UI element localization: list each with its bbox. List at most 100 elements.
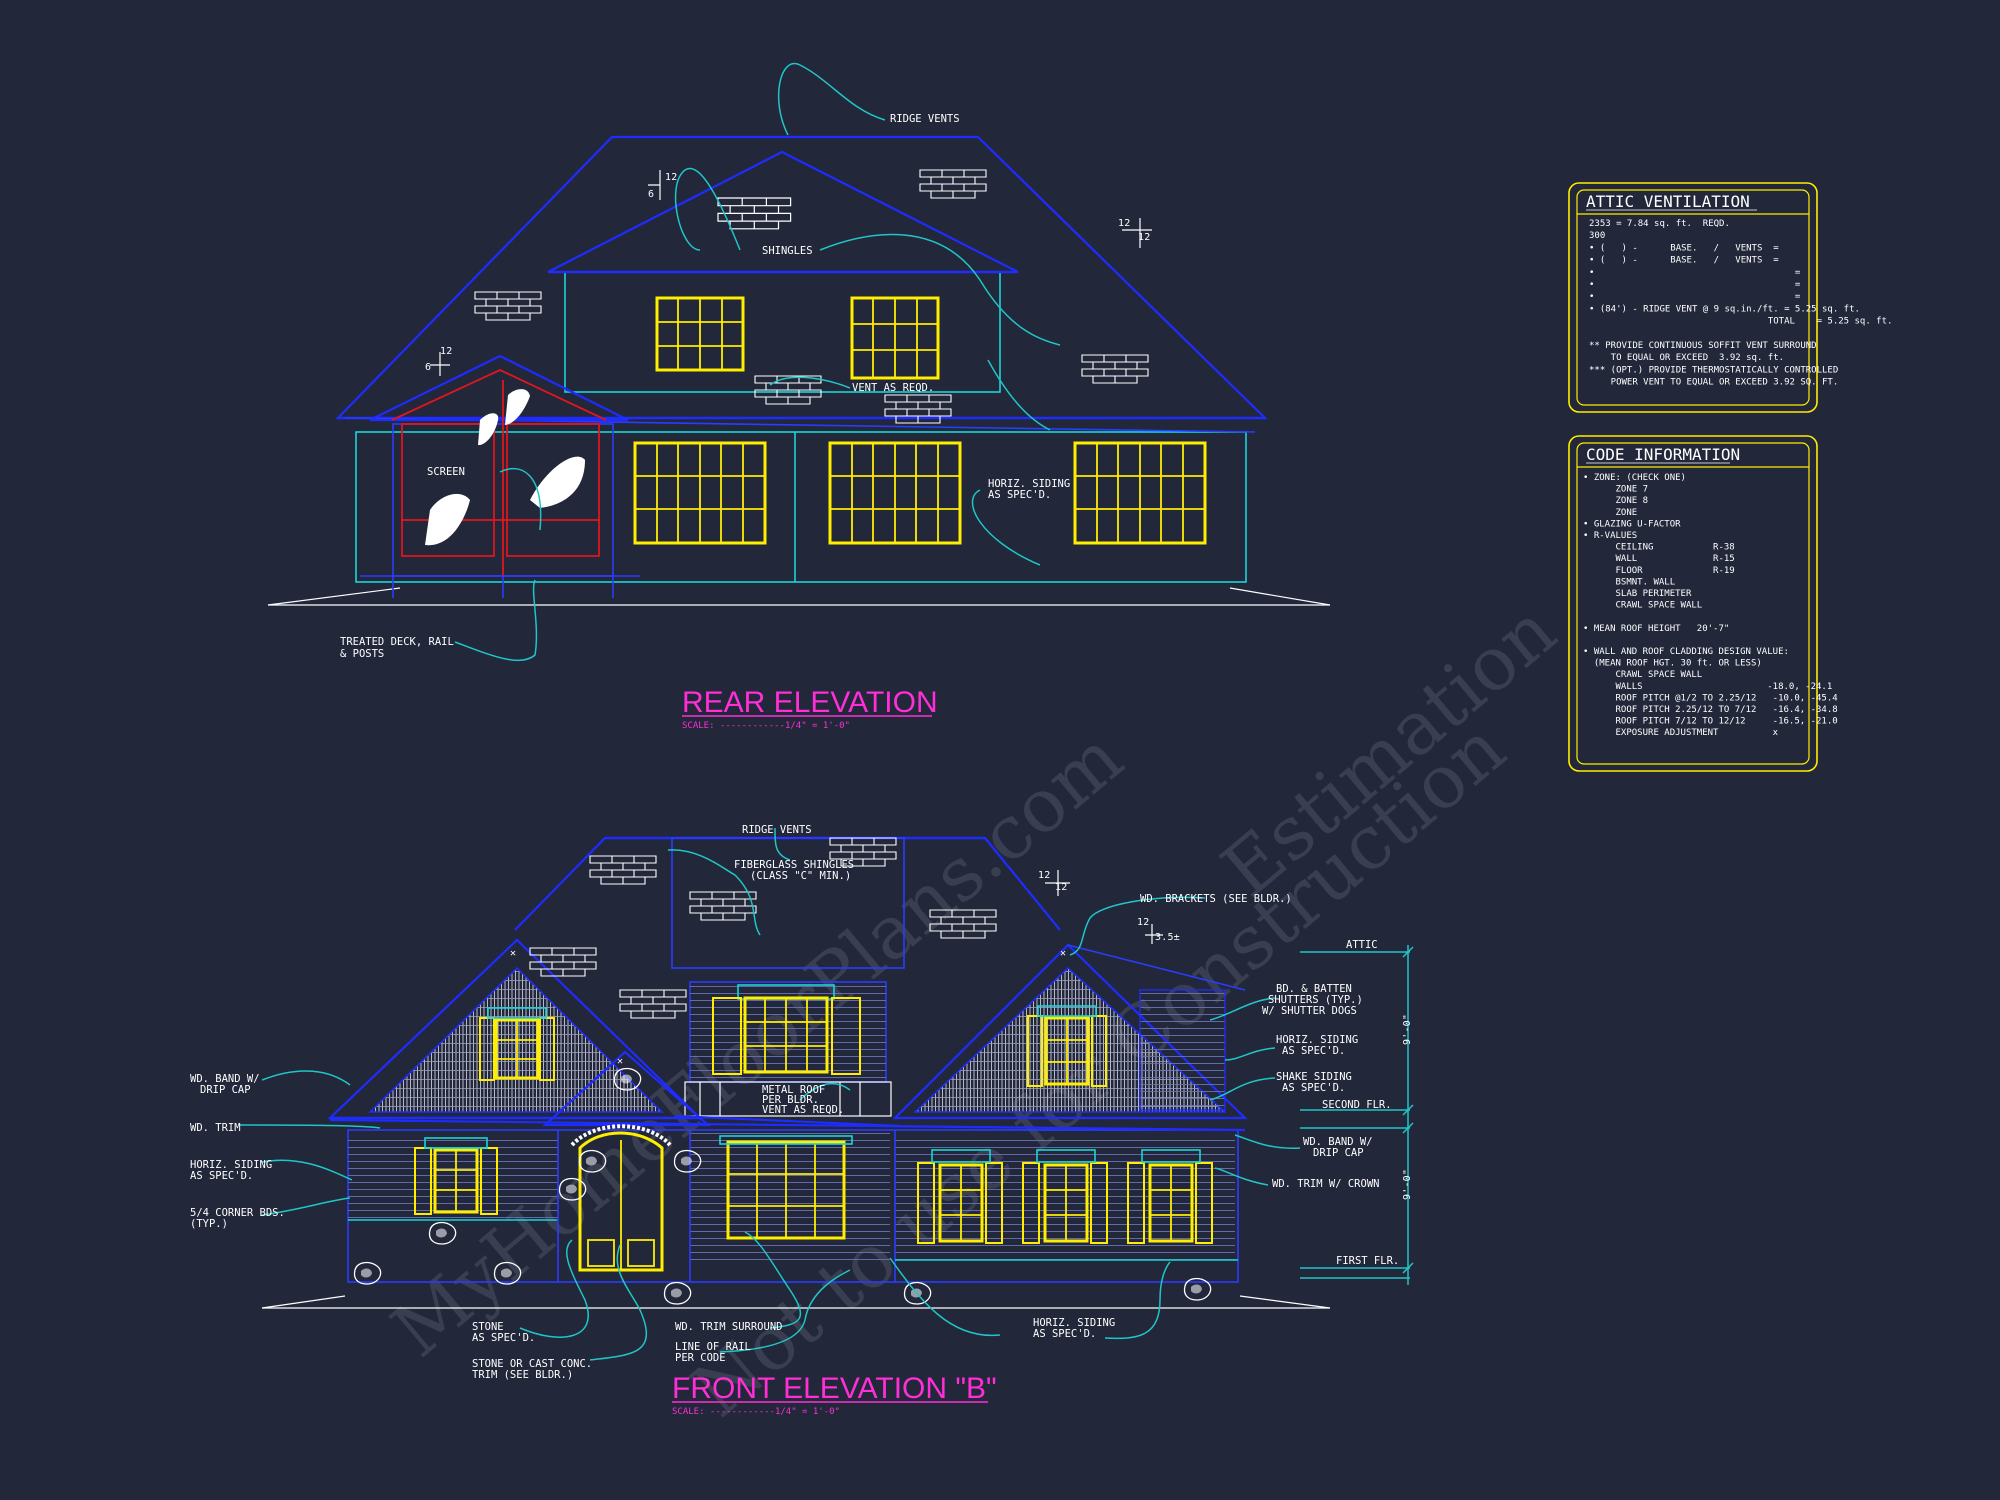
- front-label-shutters-3: W/ SHUTTER DOGS: [1262, 1005, 1357, 1017]
- panel-text-line: • =: [1589, 280, 1801, 290]
- svg-text:6: 6: [648, 189, 654, 200]
- rear-elevation-title: REAR ELEVATION: [682, 686, 938, 719]
- front-label-second-flr: SECOND FLR.: [1322, 1099, 1392, 1111]
- svg-text:12: 12: [1055, 882, 1067, 893]
- front-label-fiber-1: FIBERGLASS SHINGLES: [734, 859, 854, 871]
- svg-text:9'-0": 9'-0": [1402, 1169, 1413, 1200]
- panel-text-line: ** PROVIDE CONTINUOUS SOFFIT VENT SURROU…: [1589, 341, 1817, 351]
- front-label-hs-2: AS SPEC'D.: [1282, 1045, 1345, 1057]
- rear-porch-gable: [369, 354, 629, 422]
- code-information-panel: CODE INFORMATION • ZONE: (CHECK ONE) ZON…: [1568, 435, 1838, 772]
- rear-dormer-wall: [564, 271, 1001, 393]
- front-elevation-title: FRONT ELEVATION "B": [672, 1372, 997, 1405]
- front-label-ridge-vents: RIDGE VENTS: [742, 824, 812, 836]
- front-label-shake-2: AS SPEC'D.: [1282, 1082, 1345, 1094]
- svg-text:12: 12: [665, 172, 677, 183]
- panel-text-line: • MEAN ROOF HEIGHT 20'-7": [1583, 624, 1729, 634]
- code-information-title: CODE INFORMATION: [1586, 445, 1740, 464]
- front-label-brackets: WD. BRACKETS (SEE BLDR.): [1140, 893, 1292, 905]
- front-shutter: [831, 997, 861, 1075]
- panel-text-line: • ZONE: (CHECK ONE): [1583, 473, 1686, 483]
- front-pitch-marks: 12 12 12 3.5±: [1038, 870, 1180, 944]
- front-label-band-2: DRIP CAP: [200, 1084, 251, 1096]
- front-left-window: [414, 1137, 498, 1215]
- rear-elevation-scale: SCALE: ------------1/4" = 1'-0": [682, 721, 850, 731]
- front-label-stonecast-1: STONE OR CAST CONC.: [472, 1358, 592, 1370]
- front-label-rsiding-1: HORIZ. SIDING: [1033, 1317, 1115, 1329]
- rear-grade-left: [267, 587, 401, 606]
- panel-text-line: FLOOR R-19: [1583, 566, 1735, 576]
- front-entry-door: [570, 1124, 672, 1272]
- panel-text-line: • R-VALUES: [1583, 531, 1637, 541]
- front-label-first-flr: FIRST FLR.: [1336, 1255, 1399, 1267]
- front-balcony-rail: [684, 1081, 892, 1117]
- code-information-lines: • ZONE: (CHECK ONE) ZONE 7 ZONE 8 ZONE• …: [1583, 473, 1838, 738]
- svg-text:✕: ✕: [617, 1056, 623, 1067]
- panel-text-line: ZONE 7: [1583, 485, 1648, 495]
- front-label-corner-1: 5/4 CORNER BDS.: [190, 1207, 285, 1219]
- rear-grade-right: [1229, 587, 1331, 606]
- rear-label-siding-2: AS SPEC'D.: [988, 489, 1051, 501]
- attic-ventilation-panel: ATTIC VENTILATION 2353 = 7.84 sq. ft. RE…: [1568, 182, 1892, 413]
- front-label-hsiding-2: AS SPEC'D.: [190, 1170, 253, 1182]
- front-label-stone-1: STONE: [472, 1321, 504, 1333]
- front-label-rail-2: PER CODE: [675, 1352, 726, 1364]
- front-label-rband-2: DRIP CAP: [1313, 1147, 1364, 1159]
- panel-text-line: POWER VENT TO EQUAL OR EXCEED 3.92 SQ. F…: [1589, 378, 1838, 388]
- attic-ventilation-title: ATTIC VENTILATION: [1586, 192, 1750, 211]
- panel-text-line: ROOF PITCH 2.25/12 TO 7/12 -16.4, -34.8: [1583, 705, 1838, 715]
- svg-text:✕: ✕: [1060, 948, 1066, 959]
- svg-text:12: 12: [1118, 218, 1130, 229]
- panel-text-line: • GLAZING U-FACTOR: [1583, 519, 1681, 529]
- front-label-trim: WD. TRIM: [190, 1122, 241, 1134]
- front-label-stone-2: AS SPEC'D.: [472, 1332, 535, 1344]
- panel-text-line: • ( ) - BASE. / VENTS =: [1589, 243, 1779, 253]
- front-label-hs-1: HORIZ. SIDING: [1276, 1034, 1358, 1046]
- panel-text-line: CRAWL SPACE WALL: [1583, 670, 1702, 680]
- panel-text-line: • =: [1589, 292, 1801, 302]
- front-elevation: ✕ ✕ ✕: [190, 824, 1414, 1417]
- panel-text-line: • =: [1589, 268, 1801, 278]
- rear-window-group-1: [633, 441, 767, 545]
- front-right-window-1: [917, 1149, 1003, 1244]
- front-label-fiber-2: (CLASS "C" MIN.): [750, 870, 851, 882]
- rear-pitch-marks: 12 6 12 12 12 6: [425, 170, 1152, 376]
- panel-text-line: • (84') - RIDGE VENT @ 9 sq.in./ft. = 5.…: [1589, 304, 1860, 314]
- svg-text:6: 6: [425, 362, 431, 373]
- front-shutter: [712, 997, 742, 1075]
- front-label-attic: ATTIC: [1346, 939, 1378, 951]
- panel-text-line: TOTAL = 5.25 sq. ft.: [1589, 317, 1892, 327]
- front-center-window: [719, 1135, 853, 1240]
- rear-callouts: RIDGE VENTS SHINGLES VENT AS REQD. SCREE…: [340, 113, 1070, 660]
- panel-text-line: WALLS -18.0, -24.1: [1583, 682, 1832, 692]
- rear-label-vent: VENT AS REQD.: [852, 382, 934, 394]
- panel-text-line: CEILING R-38: [1583, 543, 1735, 553]
- front-dormer-window: [743, 996, 829, 1074]
- front-label-band-1: WD. BAND W/: [190, 1073, 260, 1085]
- rear-elevation: 12 6 12 12 12 6 RIDGE VENTS SHINGLES VEN…: [267, 62, 1331, 731]
- front-center-roof-box: [671, 837, 905, 969]
- front-elevation-scale: SCALE: ------------1/4" = 1'-0": [672, 1407, 840, 1417]
- front-label-metal-3: VENT AS REQD.: [762, 1104, 844, 1116]
- front-label-corner-2: (TYP.): [190, 1218, 228, 1230]
- panel-text-line: 300: [1589, 231, 1605, 241]
- front-height-dimensions: 9'-0" 9'-0" ATTIC SECOND FLR. FIRST FLR.: [1300, 939, 1414, 1285]
- rear-label-siding-1: HORIZ. SIDING: [988, 478, 1070, 490]
- front-right-window-3: [1127, 1149, 1213, 1244]
- front-label-shake-1: SHAKE SIDING: [1276, 1071, 1352, 1083]
- panel-text-line: ZONE: [1583, 508, 1637, 518]
- panel-text-line: BSMNT. WALL: [1583, 577, 1675, 587]
- svg-text:9'-0": 9'-0": [1402, 1014, 1413, 1045]
- panel-text-line: EXPOSURE ADJUSTMENT x: [1583, 728, 1779, 738]
- panel-text-line: ZONE 8: [1583, 496, 1648, 506]
- rear-dormer-window-left: [655, 296, 745, 372]
- front-label-stonecast-2: TRIM (SEE BLDR.): [472, 1369, 573, 1381]
- rear-label-screen: SCREEN: [427, 466, 465, 478]
- rear-label-deck-2: & POSTS: [340, 648, 384, 660]
- front-label-rsiding-2: AS SPEC'D.: [1033, 1328, 1096, 1340]
- panel-text-line: (MEAN ROOF HGT. 30 ft. OR LESS): [1583, 659, 1762, 669]
- panel-text-line: TO EQUAL OR EXCEED 3.92 sq. ft.: [1589, 353, 1784, 363]
- svg-text:3.5±: 3.5±: [1155, 932, 1180, 943]
